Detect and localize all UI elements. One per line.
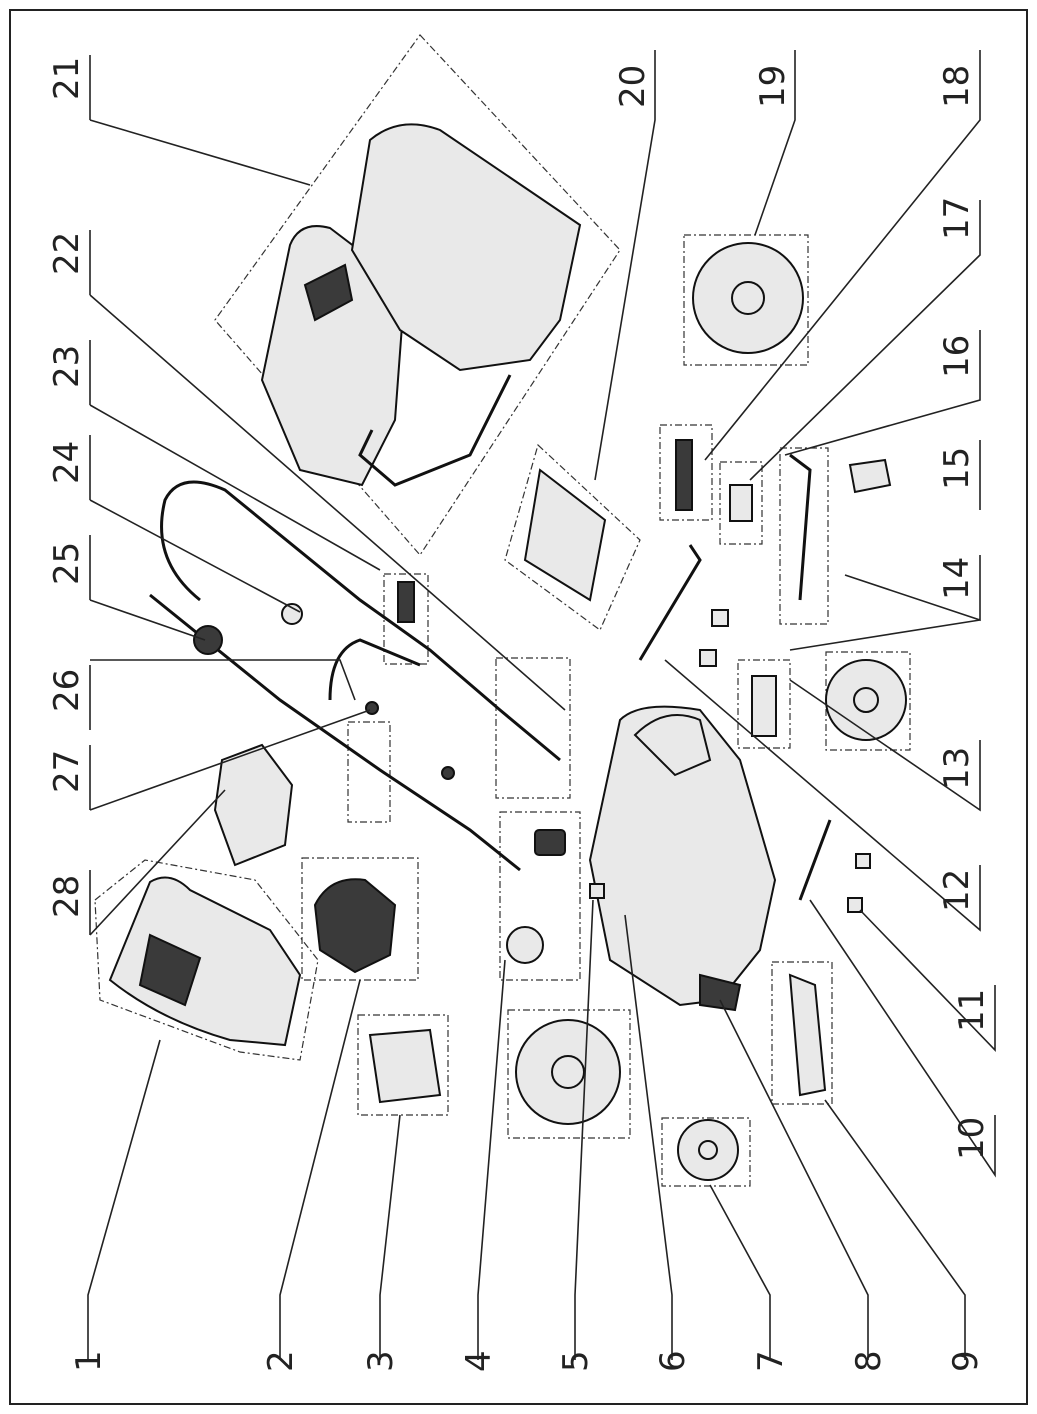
group-box-clamp-set: [347, 721, 391, 823]
leader-12: [664, 659, 981, 932]
top-cover-part: [108, 876, 302, 1047]
callout-24: 24: [47, 441, 87, 484]
callout-11: 11: [952, 989, 992, 1032]
group-box-height-adjust: [499, 811, 581, 981]
callout-7: 7: [751, 1350, 791, 1372]
leader-10: [809, 899, 996, 1178]
leader-1: [87, 1039, 161, 1360]
leader-5: [574, 899, 594, 1360]
leader-11: [859, 909, 996, 1052]
callout-8: 8: [849, 1350, 889, 1372]
callout-1: 1: [69, 1350, 109, 1372]
callout-14: 14: [937, 557, 977, 600]
callout-28: 28: [47, 875, 87, 918]
callout-13: 13: [937, 747, 977, 790]
leader-lines-bottom: [87, 899, 966, 1360]
callout-12: 12: [937, 869, 977, 912]
callout-16: 16: [937, 335, 977, 378]
small-hardware-parts: [281, 439, 892, 913]
group-box-grass-bag: [214, 34, 621, 556]
axle-rod-parts: [638, 453, 832, 901]
callout-19: 19: [753, 65, 793, 108]
group-box-knob-set-a: [495, 657, 571, 799]
callout-20: 20: [613, 65, 653, 108]
leader-6: [624, 914, 673, 1360]
diagram-frame: [9, 9, 1028, 1405]
group-box-front-wheel-small: [661, 1117, 751, 1187]
callout-6: 6: [653, 1350, 693, 1372]
group-box-wheel-upper-large: [683, 234, 809, 366]
leader-16: [784, 330, 981, 456]
callout-15: 15: [937, 447, 977, 490]
group-box-blade: [771, 961, 833, 1105]
callout-26: 26: [47, 669, 87, 712]
group-box-battery: [357, 1014, 449, 1116]
callout-22: 22: [47, 232, 87, 275]
callout-25: 25: [47, 542, 87, 585]
callout-18: 18: [937, 65, 977, 108]
discharge-flap-part: [213, 743, 294, 867]
leader-22: [89, 230, 566, 711]
callout-4: 4: [459, 1350, 499, 1372]
leader-28: [89, 789, 226, 936]
leader-2: [279, 979, 361, 1360]
callout-labels: 21 22 23 24 25 26 27 28 20 19 18 17 16 1…: [47, 57, 992, 1372]
leader-lines-right: [594, 50, 996, 1178]
callout-3: 3: [361, 1350, 401, 1372]
leader-20: [594, 50, 656, 481]
leader-23: [89, 340, 381, 571]
callout-27: 27: [47, 750, 87, 793]
callout-21: 21: [47, 57, 87, 100]
leader-8: [719, 999, 869, 1360]
leader-21: [89, 55, 311, 186]
group-box-knob-set-b: [383, 573, 429, 665]
blade-part: [788, 973, 827, 1097]
leader-13: [789, 679, 981, 812]
callout-9: 9: [946, 1350, 986, 1372]
leader-27: [89, 709, 371, 811]
leader-lines-top: [89, 55, 566, 936]
group-box-fill-indicator: [504, 443, 641, 631]
group-box-axle-rod: [779, 447, 829, 625]
wheel-front-small: [677, 1119, 739, 1181]
wheel-upper-small: [825, 659, 907, 741]
leader-26: [89, 659, 356, 730]
callout-17: 17: [937, 197, 977, 240]
group-box-hinge-piece: [737, 659, 791, 749]
leader-24: [89, 435, 301, 613]
callout-10: 10: [952, 1117, 992, 1160]
leader-7: [709, 1184, 771, 1360]
fill-indicator-part: [523, 468, 607, 602]
battery-part: [368, 1028, 442, 1104]
callout-5: 5: [556, 1350, 596, 1372]
group-box-rear-wheel-large: [507, 1009, 631, 1139]
wheel-rear-large: [515, 1019, 621, 1125]
leader-18: [704, 50, 981, 461]
mower-deck-part: [588, 705, 777, 1012]
group-box-switch-box: [719, 461, 763, 545]
leader-19: [754, 50, 796, 236]
group-box-bracket: [659, 424, 713, 521]
leader-14: [789, 555, 981, 651]
handle-part: [149, 480, 561, 872]
height-adjust-part: [506, 829, 566, 964]
leader-3: [379, 1114, 401, 1360]
leader-9: [824, 1099, 966, 1360]
leader-25: [89, 535, 206, 641]
wheel-upper-large: [692, 242, 804, 354]
leader-17: [749, 200, 981, 481]
leader-4: [477, 959, 506, 1360]
callout-23: 23: [47, 345, 87, 388]
callout-2: 2: [261, 1350, 301, 1372]
motor-part: [313, 878, 397, 974]
grass-bag-part: [260, 123, 582, 487]
